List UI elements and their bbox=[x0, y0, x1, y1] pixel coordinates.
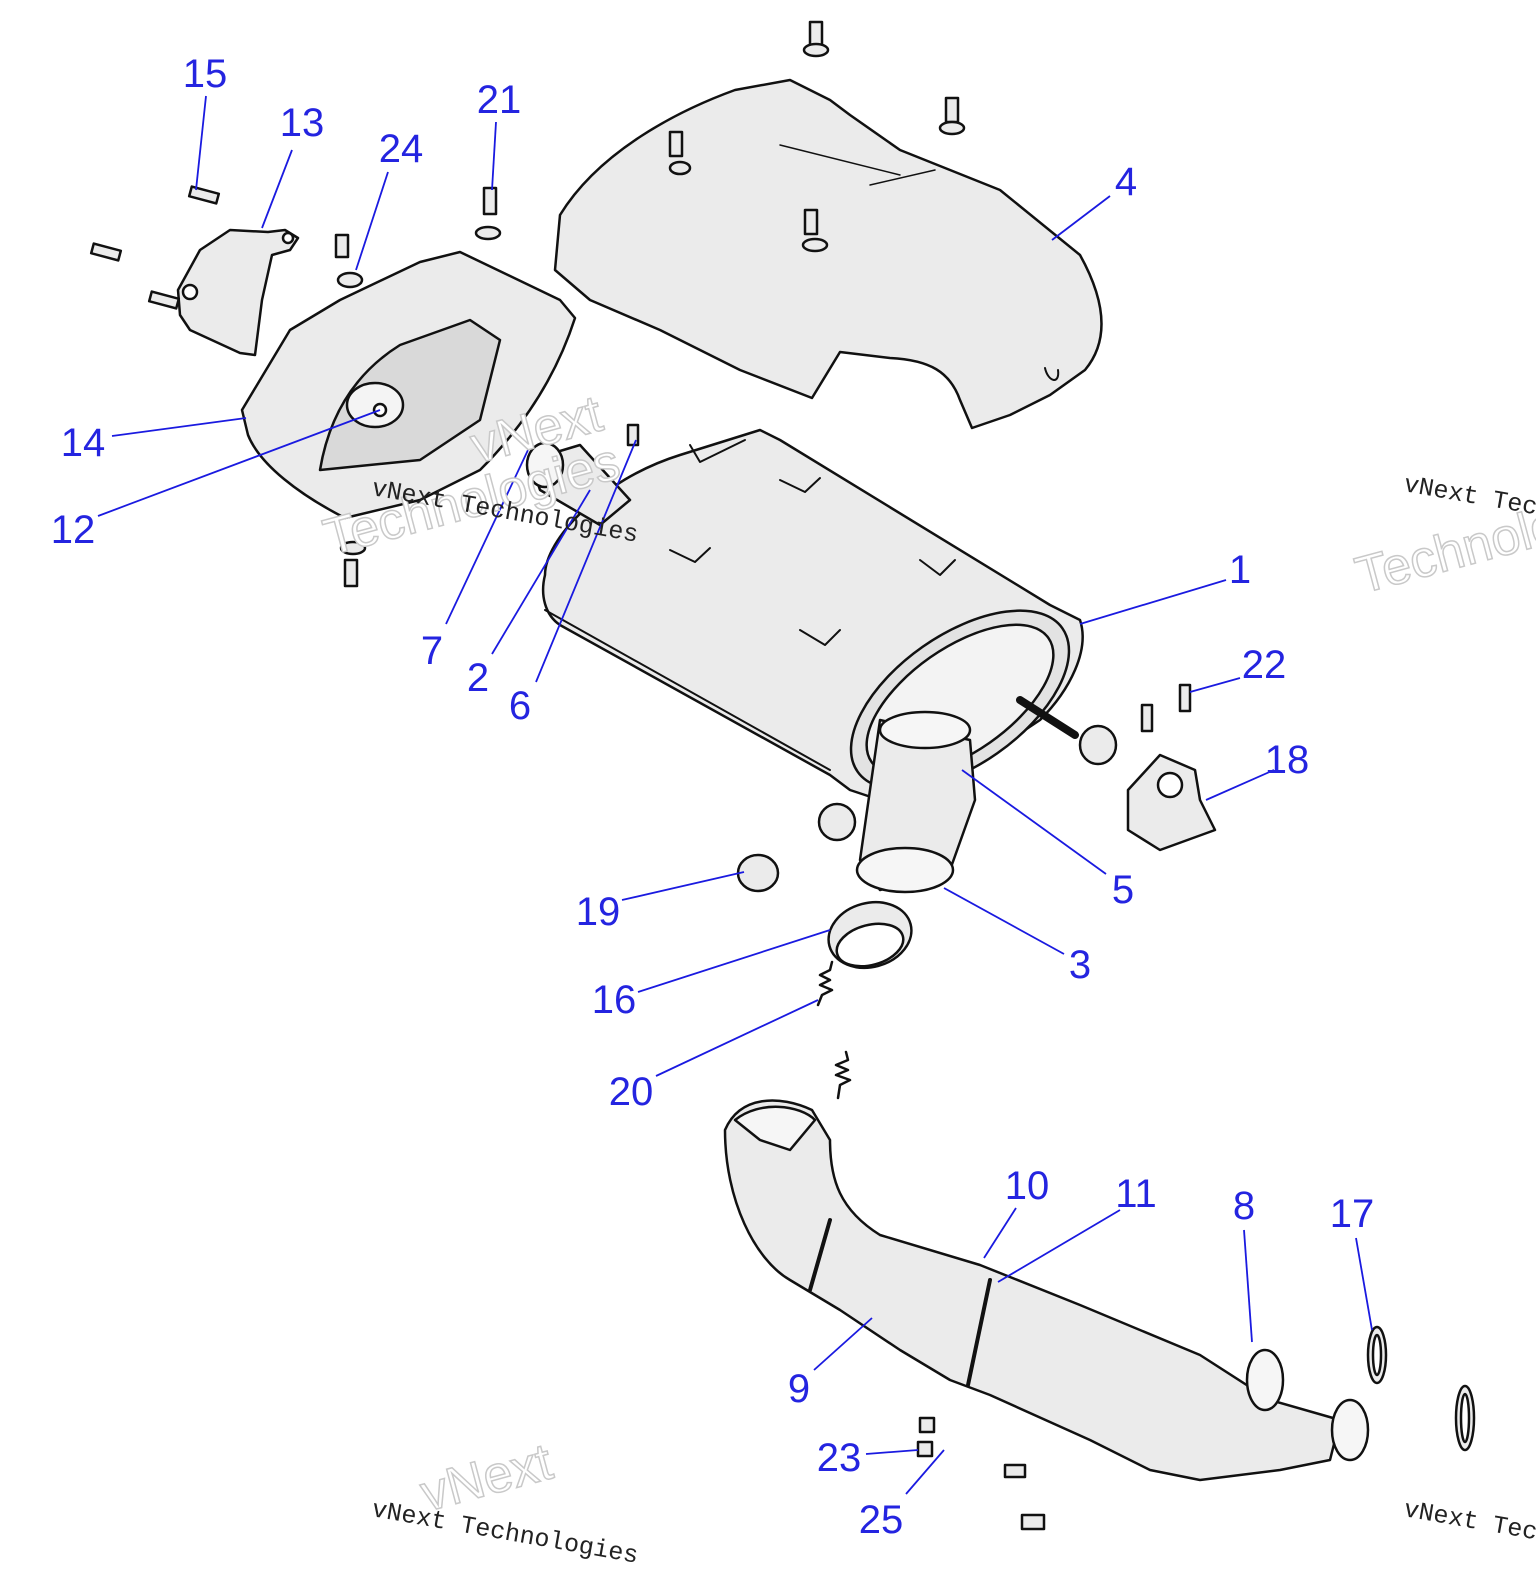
callout-2: 2 bbox=[466, 656, 490, 700]
callout-25: 25 bbox=[858, 1498, 904, 1542]
muffler bbox=[541, 428, 1084, 802]
hanger-bracket bbox=[1126, 753, 1217, 852]
head-pipe bbox=[723, 1099, 1370, 1482]
callout-14: 14 bbox=[60, 421, 106, 465]
callout-12: 12 bbox=[50, 508, 96, 552]
exhaust-exploded-diagram bbox=[89, 20, 1476, 1531]
callout-21: 21 bbox=[476, 78, 522, 122]
callout-17: 17 bbox=[1329, 1192, 1375, 1236]
outlet-assembly bbox=[855, 710, 977, 894]
callout-22: 22 bbox=[1241, 643, 1287, 687]
callout-16: 16 bbox=[591, 978, 637, 1022]
callout-4: 4 bbox=[1114, 160, 1138, 204]
callout-13: 13 bbox=[279, 101, 325, 145]
callout-11: 11 bbox=[1115, 1172, 1157, 1216]
end-heat-shield bbox=[240, 250, 577, 520]
inlet-pipe bbox=[525, 441, 632, 527]
callout-1: 1 bbox=[1228, 548, 1252, 592]
sealing-ring bbox=[827, 900, 913, 970]
leader-lines bbox=[97, 95, 1373, 1495]
callout-9: 9 bbox=[787, 1367, 811, 1411]
upper-heat-shield bbox=[553, 78, 1103, 430]
fasteners bbox=[89, 20, 1192, 1531]
callout-23: 23 bbox=[816, 1436, 862, 1480]
callout-10: 10 bbox=[1004, 1164, 1050, 1208]
callout-24: 24 bbox=[378, 127, 424, 171]
callout-18: 18 bbox=[1264, 738, 1310, 782]
springs bbox=[816, 960, 852, 1100]
callout-19: 19 bbox=[575, 890, 621, 934]
callout-20: 20 bbox=[608, 1070, 654, 1114]
mount-bracket bbox=[176, 228, 300, 357]
callout-8: 8 bbox=[1232, 1184, 1256, 1228]
callout-3: 3 bbox=[1068, 943, 1092, 987]
callout-15: 15 bbox=[182, 52, 228, 96]
callout-6: 6 bbox=[508, 684, 532, 728]
callout-7: 7 bbox=[420, 629, 444, 673]
exhaust-gaskets bbox=[1366, 1325, 1476, 1452]
callout-5: 5 bbox=[1111, 868, 1135, 912]
isolator-grommets bbox=[736, 724, 1118, 893]
